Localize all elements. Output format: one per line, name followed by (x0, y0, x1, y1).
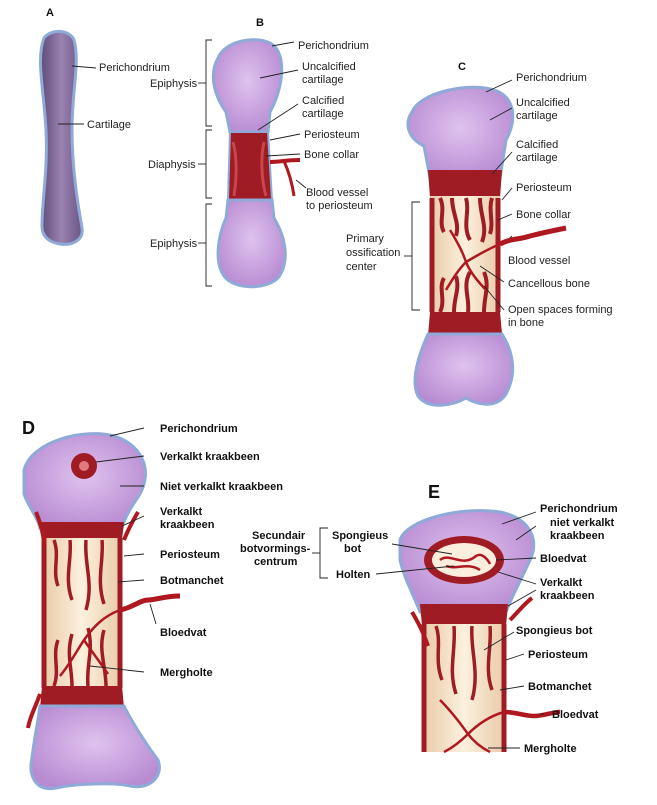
calcified-band-top (428, 170, 502, 198)
bracket-diaphysis: Diaphysis (148, 159, 196, 171)
bone-shaft (42, 538, 122, 688)
label-bone-collar: Bone collar (516, 209, 571, 221)
label-niet-verkalkt: Niet verkalkt kraakbeen (160, 481, 283, 493)
blood-vessel (119, 593, 181, 613)
blood-vessel (269, 158, 301, 164)
panel-a: A Perichondrium Cartilage (39, 7, 170, 246)
label-periosteum: Periosteum (160, 549, 220, 561)
label-perichondrium: Perichondrium (99, 62, 170, 74)
label-periosteum: Periosteum (304, 129, 360, 141)
label-botmanchet: Botmanchet (528, 681, 592, 693)
panel-d-letter: D (22, 418, 35, 438)
epiphysis-bottom (29, 704, 161, 791)
label-cancellous: Cancellous bone (508, 278, 590, 290)
label-verkalkt-1: Verkalkt (540, 577, 583, 589)
label-secundair-3: centrum (254, 556, 298, 568)
bracket-epiphysis-bottom: Epiphysis (150, 238, 198, 250)
label-bloedvat: Bloedvat (160, 627, 207, 639)
panel-e: E Perichondrium niet verkalkt kraakbeen … (240, 482, 618, 755)
label-bloedvat-bottom: Bloedvat (552, 709, 599, 721)
epiphysis-bottom (413, 332, 515, 407)
label-verkalkt-2: kraakbeen (160, 519, 215, 531)
bracket-epiphysis-top: Epiphysis (150, 78, 198, 90)
label-calcified-1: Calcified (302, 95, 344, 107)
label-secundair-2: botvormings- (240, 543, 311, 555)
label-holten: Holten (336, 569, 371, 581)
label-calcified-2: cartilage (302, 108, 344, 120)
label-secundair-1: Secundair (252, 530, 306, 542)
label-open-spaces-2: in bone (508, 317, 544, 329)
label-perichondrium: Perichondrium (516, 72, 587, 84)
label-cartilage: Cartilage (87, 119, 131, 131)
label-blood-vessel: Blood vessel (508, 255, 570, 267)
label-mergholte: Mergholte (524, 743, 577, 755)
label-uncalcified-1: Uncalcified (302, 61, 356, 73)
label-uncalcified-2: cartilage (302, 74, 344, 86)
panel-d: D Perichondrium Verkalkt kraakbeen Niet … (22, 418, 283, 791)
label-primary-1: Primary (346, 233, 384, 245)
label-vessel-2: to periosteum (306, 200, 373, 212)
label-verkalkt-1: Verkalkt (160, 506, 203, 518)
label-open-spaces-1: Open spaces forming (508, 304, 613, 316)
label-uncalcified-2: cartilage (516, 110, 558, 122)
panel-c-letter: C (458, 61, 466, 73)
label-periosteum: Periosteum (528, 649, 588, 661)
calcified-band-bottom (428, 312, 502, 336)
label-periosteum: Periosteum (516, 182, 572, 194)
cartilage-rod (39, 30, 84, 246)
panel-b-letter: B (256, 17, 264, 29)
label-botmanchet: Botmanchet (160, 575, 224, 587)
label-mergholte: Mergholte (160, 667, 213, 679)
label-spongieus-bot-1: Spongieus (332, 530, 388, 542)
label-primary-2: ossification (346, 247, 400, 259)
label-verkalkt-2: kraakbeen (540, 590, 595, 602)
epiphysis-bottom (216, 198, 287, 289)
label-verkalkt-kraakbeen: Verkalkt kraakbeen (160, 451, 260, 463)
panel-b: B Epiphysis Diaphysis Epiphysis Perichon… (148, 17, 373, 289)
label-niet-verkalkt-1: niet verkalkt (550, 517, 615, 529)
label-spongieus-bot-2: bot (344, 543, 361, 555)
label-primary-3: center (346, 261, 377, 273)
label-calcified-1: Calcified (516, 139, 558, 151)
bone-shaft (422, 624, 506, 752)
label-calcified-2: cartilage (516, 152, 558, 164)
label-niet-verkalkt-2: kraakbeen (550, 530, 605, 542)
label-perichondrium: Perichondrium (298, 40, 369, 52)
label-bloedvat-top: Bloedvat (540, 553, 587, 565)
label-bone-collar: Bone collar (304, 149, 359, 161)
blood-vessel (498, 225, 567, 247)
label-uncalcified-1: Uncalcified (516, 97, 570, 109)
epiphysis-top (406, 85, 515, 180)
epiphysis-top (211, 38, 284, 134)
label-perichondrium: Perichondrium (160, 423, 238, 435)
blood-vessel (503, 709, 561, 719)
epiphysis-top (22, 432, 147, 530)
label-vessel-1: Blood vessel (306, 187, 368, 199)
panel-e-letter: E (428, 482, 440, 502)
label-spongieus-bot: Spongieus bot (516, 625, 593, 637)
label-perichondrium: Perichondrium (540, 503, 618, 515)
panel-c: C Perichondrium Uncalcified cartilage Ca… (346, 61, 613, 407)
panel-a-letter: A (46, 7, 54, 19)
